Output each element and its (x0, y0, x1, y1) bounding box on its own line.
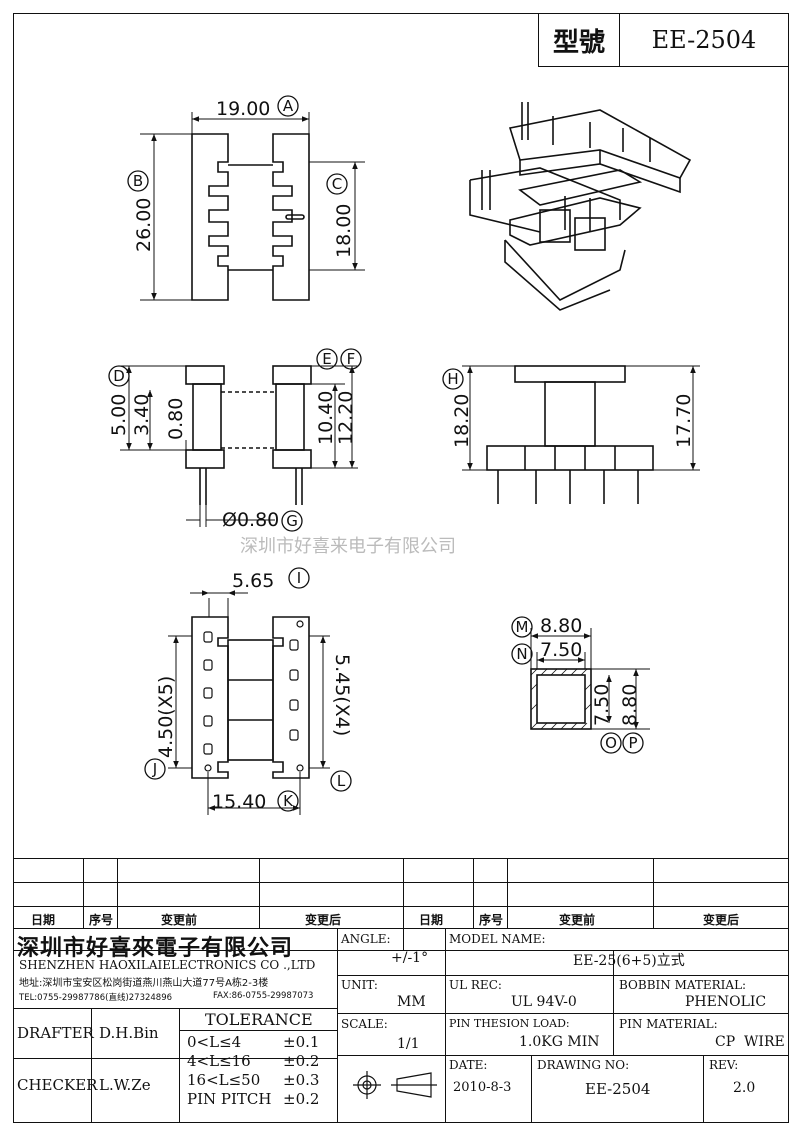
drawing-frame (13, 13, 789, 1123)
dim-l: 5.45(X4) (331, 654, 353, 736)
section-view (530, 628, 650, 730)
pin-material-value: CP WIRE (715, 1034, 785, 1050)
rev-header-date-2: 日期 (419, 913, 444, 927)
company-address: 地址:深圳市宝安区松岗街道燕川燕山大道77号A栋2-3楼 (19, 978, 269, 989)
dim-h1: 18.20 (451, 394, 473, 448)
dim-d1: 5.00 (108, 394, 130, 436)
dim-m: 8.80 (540, 615, 582, 637)
dim-k: 15.40 (212, 791, 266, 813)
model-number-box: 型號 EE-2504 (538, 13, 789, 67)
marker-e: E (322, 350, 331, 368)
marker-h: H (447, 370, 458, 388)
model-label: 型號 (539, 14, 620, 66)
rev-header-seq-2: 序号 (479, 913, 504, 927)
angle-value: +/-1° (391, 950, 429, 966)
marker-j: J (152, 760, 157, 778)
scale-label: SCALE: (341, 1017, 388, 1031)
marker-n: N (516, 645, 527, 663)
marker-o: O (605, 734, 617, 752)
marker-f: F (347, 350, 356, 368)
dim-j: 4.50(X5) (155, 676, 177, 758)
tol-range-2: 4<L≤16 (187, 1052, 251, 1070)
bobbin-label: BOBBIN MATERIAL: (619, 978, 747, 992)
date-label: DATE: (449, 1058, 488, 1072)
marker-c: C (332, 175, 342, 193)
model-value: EE-2504 (651, 26, 757, 54)
dim-n: 7.50 (540, 639, 582, 661)
pin-material-label: PIN MATERIAL: (619, 1017, 718, 1031)
top-view (140, 112, 365, 301)
dim-o: 7.50 (591, 684, 613, 726)
tol-range-1: 0<L≤4 (187, 1033, 242, 1051)
marker-m: M (516, 618, 529, 636)
angle-label: ANGLE: (341, 932, 391, 946)
company-name-en: SHENZHEN HAOXILAIELECTRONICS CO .,LTD (19, 958, 316, 972)
company-name-cn: 深圳市好喜來電子有限公司 (17, 935, 294, 961)
projection-symbol-icon (353, 1071, 437, 1099)
tol-value-1: ±0.1 (283, 1033, 320, 1051)
marker-g: G (286, 512, 298, 530)
drafter-label: DRAFTER (17, 1024, 94, 1042)
side-view (462, 365, 700, 504)
dim-h2: 17.70 (673, 394, 695, 448)
drawing-no-label: DRAWING NO: (537, 1058, 630, 1072)
dim-d2: 3.40 (131, 394, 153, 436)
tol-value-2: ±0.2 (283, 1052, 320, 1070)
checker-name: L.W.Ze (99, 1076, 151, 1094)
company-fax: FAX:86-0755-29987073 (213, 991, 314, 1001)
pin-load-value: 1.0KG MIN (519, 1034, 600, 1050)
marker-d: D (113, 367, 125, 385)
front-view (120, 365, 358, 527)
marker-b: B (133, 172, 143, 190)
rev-header-after-2: 变更后 (703, 913, 740, 927)
pin-load-label: PIN THESION LOAD: (449, 1017, 570, 1030)
marker-l: L (337, 772, 346, 790)
tol-value-3: ±0.3 (283, 1071, 320, 1089)
dim-f: 12.20 (335, 391, 357, 445)
rev-label: REV: (709, 1058, 739, 1072)
ul-label: UL REC: (449, 978, 502, 992)
title-block: 日期 序号 变更前 变更后 日期 序号 变更前 变更后 深圳市好喜來電子有限公司… (13, 858, 789, 1123)
rev-header-after: 变更后 (305, 913, 342, 927)
watermark-text: 深圳市好喜来电子有限公司 (240, 536, 456, 557)
ul-value: UL 94V-0 (511, 994, 577, 1010)
rev-header-before: 变更前 (161, 913, 198, 927)
dim-i: 5.65 (232, 570, 274, 592)
scale-value: 1/1 (397, 1036, 420, 1052)
unit-value: MM (397, 994, 426, 1010)
date-value: 2010-8-3 (453, 1080, 512, 1095)
rev-header-date: 日期 (31, 913, 56, 927)
dim-c: 18.00 (333, 204, 355, 258)
marker-i: I (297, 569, 301, 587)
checker-label: CHECKER (17, 1076, 98, 1094)
marker-k: K (283, 792, 294, 810)
tolerance-title: TOLERANCE (205, 1010, 313, 1029)
technical-drawing: 19.00 26.00 18.00 5.00 3.40 0.80 10.40 1… (108, 95, 700, 815)
bobbin-value: PHENOLIC (685, 994, 767, 1010)
tol-value-4: ±0.2 (283, 1090, 320, 1108)
tol-range-3: 16<L≤50 (187, 1071, 261, 1089)
rev-header-seq: 序号 (89, 913, 114, 927)
marker-a: A (283, 97, 294, 115)
dim-g: Ø0.80 (222, 509, 279, 531)
rev-header-before-2: 变更前 (559, 913, 596, 927)
model-name-label: MODEL NAME: (449, 932, 546, 946)
dim-a: 19.00 (216, 98, 270, 120)
drawing-no-value: EE-2504 (585, 1080, 651, 1098)
dim-d3: 0.80 (165, 398, 187, 440)
rev-value: 2.0 (733, 1080, 756, 1096)
drafter-name: D.H.Bin (99, 1024, 159, 1042)
dim-b: 26.00 (133, 198, 155, 252)
tol-range-4: PIN PITCH (187, 1090, 272, 1108)
isometric-view (469, 102, 692, 311)
model-name-value: EE-25(6+5)立式 (573, 953, 685, 969)
dim-e: 10.40 (315, 391, 337, 445)
bottom-view (168, 590, 330, 815)
unit-label: UNIT: (341, 978, 378, 992)
dim-p: 8.80 (619, 684, 641, 726)
marker-p: P (628, 734, 637, 752)
company-tel: TEL:0755-29987786(直线)27324896 (19, 993, 173, 1003)
